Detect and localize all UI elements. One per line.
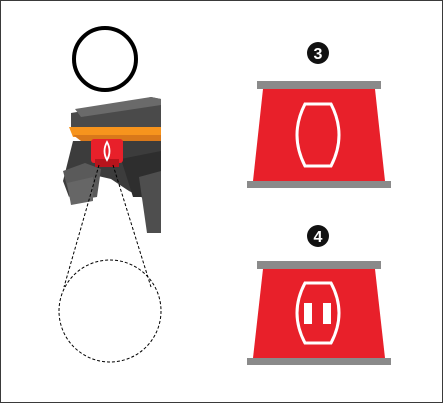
step-4-indicator	[247, 261, 391, 365]
step-3-indicator	[247, 81, 391, 188]
orange-band	[69, 127, 161, 137]
device-illustration	[63, 97, 161, 233]
circle-outline-icon	[72, 26, 138, 92]
double-bar-lens-icon	[295, 281, 341, 345]
step-4-group: 4	[247, 225, 391, 365]
step-3-badge: 3	[307, 42, 329, 64]
step-3-number: 3	[314, 46, 323, 63]
device-indicator	[91, 139, 123, 167]
step-4-badge: 4	[307, 225, 329, 247]
zoom-lens-icon	[58, 164, 162, 363]
step-3-group: 3	[247, 42, 391, 188]
step-4-number: 4	[314, 229, 323, 246]
lens-outline-icon	[295, 102, 341, 168]
